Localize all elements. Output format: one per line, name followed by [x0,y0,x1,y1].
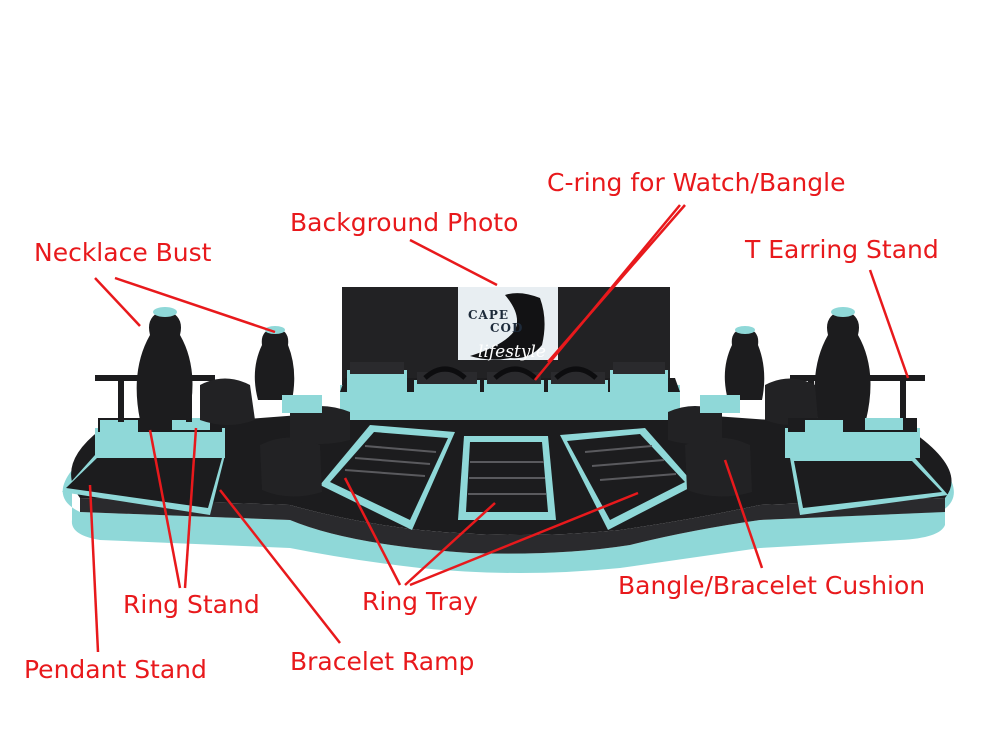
label-bangle-cushion: Bangle/Bracelet Cushion [618,571,926,600]
photo-brand-line1: CAPE [468,308,510,322]
ring-tray-right [560,428,695,530]
c-ring [493,366,537,380]
right-busts [724,307,871,420]
line-bangle [723,459,764,569]
base-front-rim [62,470,954,573]
right-small-box [700,395,740,413]
watch-box [610,370,668,410]
cape-silhouette [470,293,545,360]
line-tearring [868,269,910,379]
right-ring-stand [785,418,920,458]
line-cring-2 [547,204,686,363]
c-rings [423,366,598,380]
line-necklace-right [114,276,276,334]
line-ringtray-2 [404,502,496,586]
c-ring [423,366,467,380]
line-ringtray-1 [343,477,402,586]
line-ringtray-3 [409,491,639,587]
base-front-band [80,498,945,554]
label-t-earring-stand: T Earring Stand [745,235,939,264]
watch-box-top [613,362,665,374]
label-necklace-bust: Necklace Bust [34,238,212,267]
c-ring [554,366,598,380]
left-ring-stand [95,418,225,458]
left-pendant-stand [62,455,225,515]
watch-boxes [347,362,668,416]
line-ringstand-1 [148,429,182,589]
watch-box [347,370,407,410]
watch-box [548,380,608,416]
left-busts [136,307,295,420]
line-ringstand-2 [183,427,198,589]
label-ring-tray: Ring Tray [362,587,478,616]
label-background-photo: Background Photo [290,208,519,237]
ring-tray-center [458,436,556,520]
line-necklace-left [94,277,141,327]
left-small-box [282,395,322,413]
callout-lines [88,204,910,653]
line-background [409,238,498,287]
photo-brand-line2: COD [490,321,524,335]
watch-box [484,380,544,416]
right-cushions [668,378,818,497]
watch-box [414,380,480,416]
label-bracelet-ramp: Bracelet Ramp [290,647,475,676]
label-ring-stand: Ring Stand [123,590,260,619]
watch-box-top [350,362,404,374]
ring-tray-left [320,425,455,530]
photo-brand-script: lifestyle [478,342,546,362]
line-pendant [88,484,100,653]
right-pendant-stand [790,458,948,515]
label-pendant-stand: Pendant Stand [24,655,207,684]
line-bracelet [219,489,341,644]
label-c-ring: C-ring for Watch/Bangle [547,168,846,197]
left-cushions [200,378,350,497]
